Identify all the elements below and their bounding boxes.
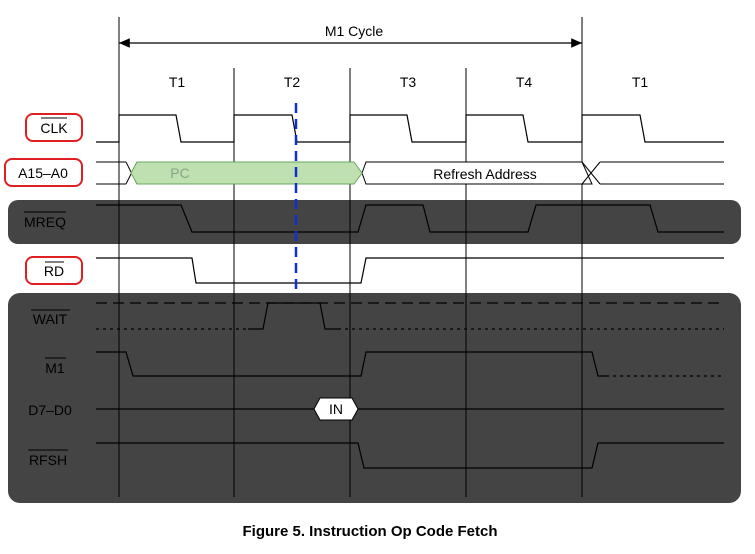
mreq-waveform: [96, 204, 724, 233]
m1-label: M1: [45, 360, 65, 376]
m1-cycle-title: M1 Cycle: [325, 23, 384, 39]
rd-label-box: [25, 256, 83, 285]
pc-bus-value: [130, 161, 363, 185]
mreq-label: MREQ: [24, 214, 66, 230]
figure-caption: Figure 5. Instruction Op Code Fetch: [242, 523, 497, 540]
refresh-address-label: Refresh Address: [433, 166, 537, 182]
wait-waveform: [248, 302, 338, 330]
data-bus-label: D7–D0: [28, 402, 72, 418]
mreq-panel: [8, 200, 741, 244]
state-label-t3: T3: [400, 74, 417, 90]
wait-label: WAIT: [33, 311, 68, 327]
m1-waveform: [96, 351, 606, 377]
clk-label-box: [25, 113, 83, 142]
pc-label: PC: [170, 165, 189, 181]
state-label-t1-next: T1: [632, 74, 649, 90]
rd-waveform: [96, 257, 724, 284]
addr-label: A15–A0: [18, 165, 68, 181]
data-bus-in-label: IN: [329, 401, 343, 417]
rfsh-label: RFSH: [29, 452, 67, 468]
clk-label: CLK: [40, 120, 68, 136]
lower-panel: [8, 293, 741, 503]
state-label-t2: T2: [284, 74, 301, 90]
addr-label-box: [4, 158, 83, 187]
rd-label: RD: [44, 263, 64, 279]
state-label-t4: T4: [516, 74, 533, 90]
rfsh-waveform: [96, 442, 724, 469]
clk-waveform: [96, 114, 724, 143]
state-label-t1: T1: [169, 74, 186, 90]
